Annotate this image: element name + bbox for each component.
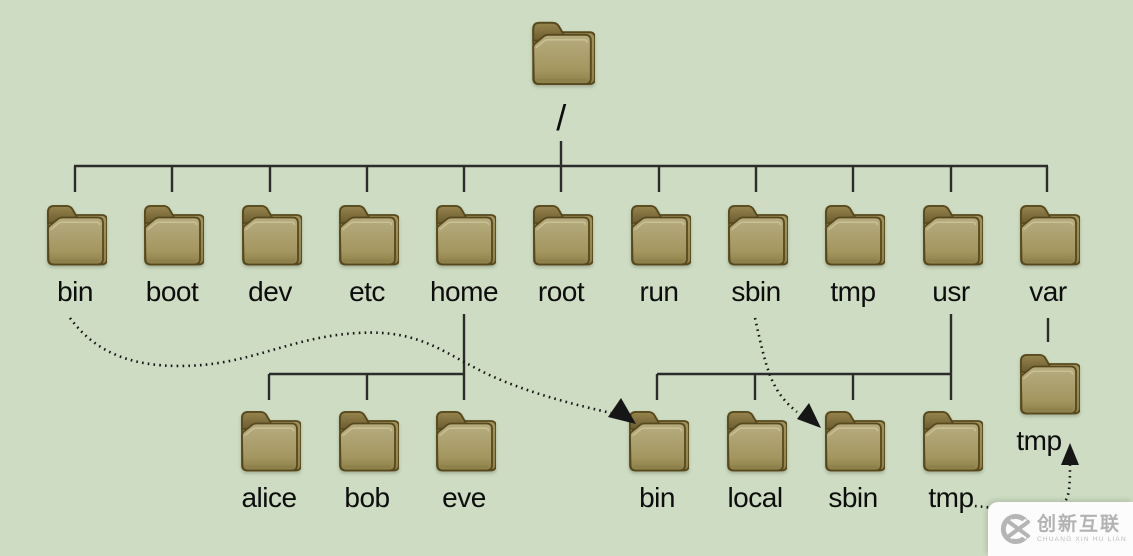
folder-icon bbox=[436, 205, 496, 266]
folder-icon bbox=[242, 205, 302, 266]
folder-node-bin: bin bbox=[30, 196, 120, 308]
folder-node-usr-bin: bin bbox=[612, 402, 702, 514]
folder-node-root-slash: / bbox=[516, 12, 606, 136]
folder-label: alice bbox=[241, 482, 297, 513]
folder-node-home-eve: eve bbox=[419, 402, 509, 514]
folder-icon bbox=[436, 411, 496, 472]
folder-label: root bbox=[537, 276, 585, 307]
folder-node-home-alice: alice bbox=[224, 402, 314, 514]
watermark-text: 创新互联 CHUANG XIN HU LIAN bbox=[1037, 515, 1127, 544]
folder-icon bbox=[47, 205, 107, 266]
folder-label: var bbox=[1029, 276, 1067, 307]
folder-node-home-bob: bob bbox=[322, 402, 412, 514]
folder-node-var-tmp: tmp bbox=[1003, 345, 1093, 457]
folder-label: sbin bbox=[828, 482, 878, 513]
watermark-title: 创新互联 bbox=[1037, 513, 1122, 535]
folder-icon bbox=[1020, 205, 1080, 266]
folder-node-usr-local: local bbox=[710, 402, 800, 514]
folder-node-usr-tmp: tmp bbox=[906, 402, 996, 514]
folder-node-root-home: root bbox=[516, 196, 606, 308]
folder-node-usr-sbin: sbin bbox=[808, 402, 898, 514]
folder-label: dev bbox=[248, 276, 292, 307]
folder-label: run bbox=[639, 276, 679, 307]
folder-node-sbin: sbin bbox=[711, 196, 801, 308]
folder-label: usr bbox=[932, 276, 970, 307]
folder-label: home bbox=[429, 276, 499, 307]
folder-node-etc: etc bbox=[322, 196, 412, 308]
folder-icon bbox=[825, 411, 885, 472]
folder-icon bbox=[241, 411, 301, 472]
folder-icon bbox=[825, 205, 885, 266]
folder-icon bbox=[1020, 354, 1080, 415]
folder-node-var: var bbox=[1003, 196, 1093, 308]
watermark-logo-icon bbox=[1000, 514, 1031, 544]
folder-icon bbox=[531, 21, 595, 86]
folder-label: tmp bbox=[928, 482, 974, 513]
folder-icon bbox=[728, 205, 788, 266]
watermark-subtitle: CHUANG XIN HU LIAN bbox=[1037, 535, 1127, 543]
folder-icon bbox=[339, 205, 399, 266]
folder-label: bin bbox=[639, 482, 675, 513]
folder-node-usr: usr bbox=[906, 196, 996, 308]
folder-label: bin bbox=[57, 276, 93, 307]
folder-label: tmp bbox=[1016, 425, 1062, 456]
folder-node-dev: dev bbox=[225, 196, 315, 308]
watermark-badge: 创新互联 CHUANG XIN HU LIAN bbox=[988, 502, 1133, 556]
folder-node-tmp: tmp bbox=[808, 196, 898, 308]
folder-node-run: run bbox=[614, 196, 704, 308]
folder-node-boot: boot bbox=[127, 196, 217, 308]
folder-label: tmp bbox=[830, 276, 876, 307]
folder-icon bbox=[923, 411, 983, 472]
folder-label: sbin bbox=[731, 276, 781, 307]
folder-icon bbox=[727, 411, 787, 472]
folder-label: eve bbox=[442, 482, 486, 513]
folder-label: local bbox=[727, 482, 783, 513]
folder-icon bbox=[533, 205, 593, 266]
folder-label: etc bbox=[349, 276, 385, 307]
folder-icon bbox=[923, 205, 983, 266]
folder-icon bbox=[144, 205, 204, 266]
folder-icon bbox=[339, 411, 399, 472]
folder-icon bbox=[631, 205, 691, 266]
folder-label: / bbox=[556, 97, 566, 138]
folder-label: bob bbox=[344, 482, 390, 513]
folder-icon bbox=[629, 411, 689, 472]
folder-node-home: home bbox=[419, 196, 509, 308]
folder-label: boot bbox=[145, 276, 199, 307]
